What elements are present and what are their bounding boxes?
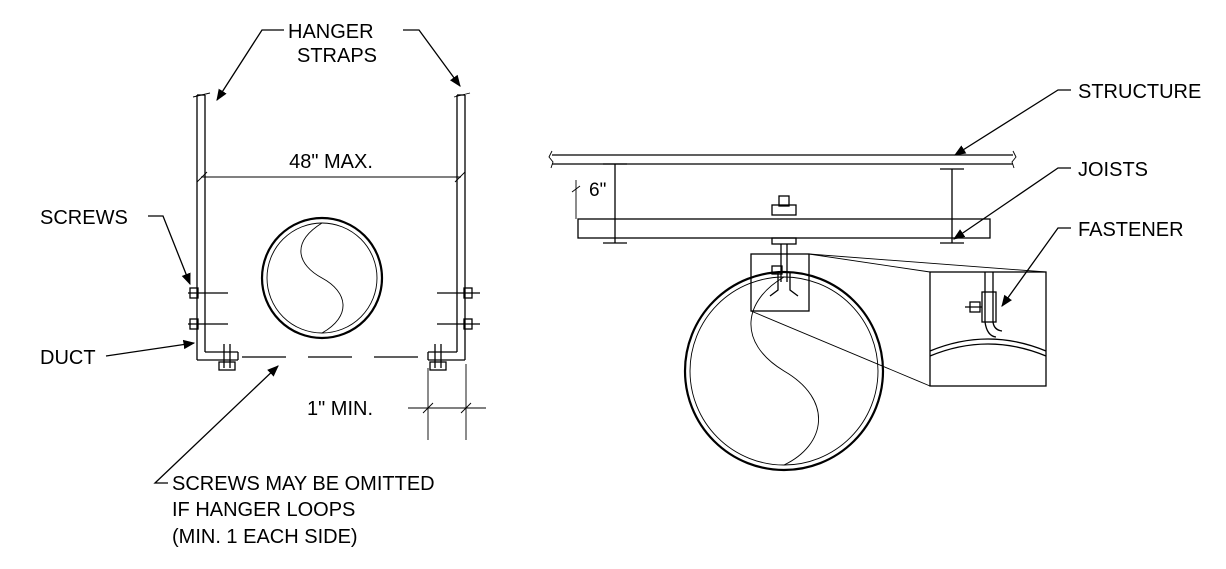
screws-leader	[148, 215, 191, 286]
hanger-straps-leader-right	[403, 29, 461, 87]
bottom-screw-left	[218, 344, 236, 371]
max-spacing-label: 48" MAX.	[289, 151, 373, 173]
callout-projection-lines	[750, 253, 1047, 387]
note-line-1: SCREWS MAY BE OMITTED	[172, 473, 435, 495]
joist-bottom-member	[577, 218, 991, 239]
right-hanger-strap	[427, 92, 471, 361]
side-screws-right	[437, 287, 480, 330]
section-view: 48" MAX. 1" MIN. HANGER STRAPS SCREWS DU…	[40, 21, 486, 548]
duct-hanger-bracket	[769, 265, 799, 297]
joist-left	[603, 163, 627, 244]
joists-leader	[953, 167, 1071, 240]
duct-elevation	[683, 270, 885, 472]
left-hanger-strap	[192, 92, 239, 361]
note-leader	[153, 365, 279, 484]
joist-right	[940, 168, 964, 244]
clearance-dimension: 6"	[571, 180, 606, 219]
min-spacing-dimension: 1" MIN.	[307, 364, 486, 440]
screws-label: SCREWS	[40, 207, 128, 229]
enlarged-detail	[929, 271, 1047, 387]
fastener-label: FASTENER	[1078, 219, 1184, 241]
structure-slab	[548, 150, 1017, 169]
round-duct-section	[260, 216, 384, 340]
max-spacing-dimension: 48" MAX.	[196, 151, 466, 183]
joists-label: JOISTS	[1078, 159, 1148, 181]
structure-leader	[954, 89, 1071, 156]
callout-box-small	[750, 253, 810, 312]
elevation-view: 6"	[548, 81, 1201, 472]
side-screws-left	[188, 287, 228, 330]
duct-label: DUCT	[40, 347, 96, 369]
note-line-3: (MIN. 1 EACH SIDE)	[172, 526, 358, 548]
fastener-leader	[1001, 227, 1071, 307]
hanger-straps-leader-left	[216, 29, 284, 101]
hanger-straps-label-line1: HANGER	[288, 21, 374, 43]
center-clamp	[771, 195, 797, 282]
hanger-straps-label-line2: STRAPS	[297, 45, 377, 67]
min-spacing-label: 1" MIN.	[307, 398, 373, 420]
clearance-label: 6"	[589, 180, 606, 201]
duct-leader	[105, 339, 196, 357]
structure-label: STRUCTURE	[1078, 81, 1201, 103]
note-line-2: IF HANGER LOOPS	[172, 499, 355, 521]
bottom-screw-right	[429, 344, 447, 371]
